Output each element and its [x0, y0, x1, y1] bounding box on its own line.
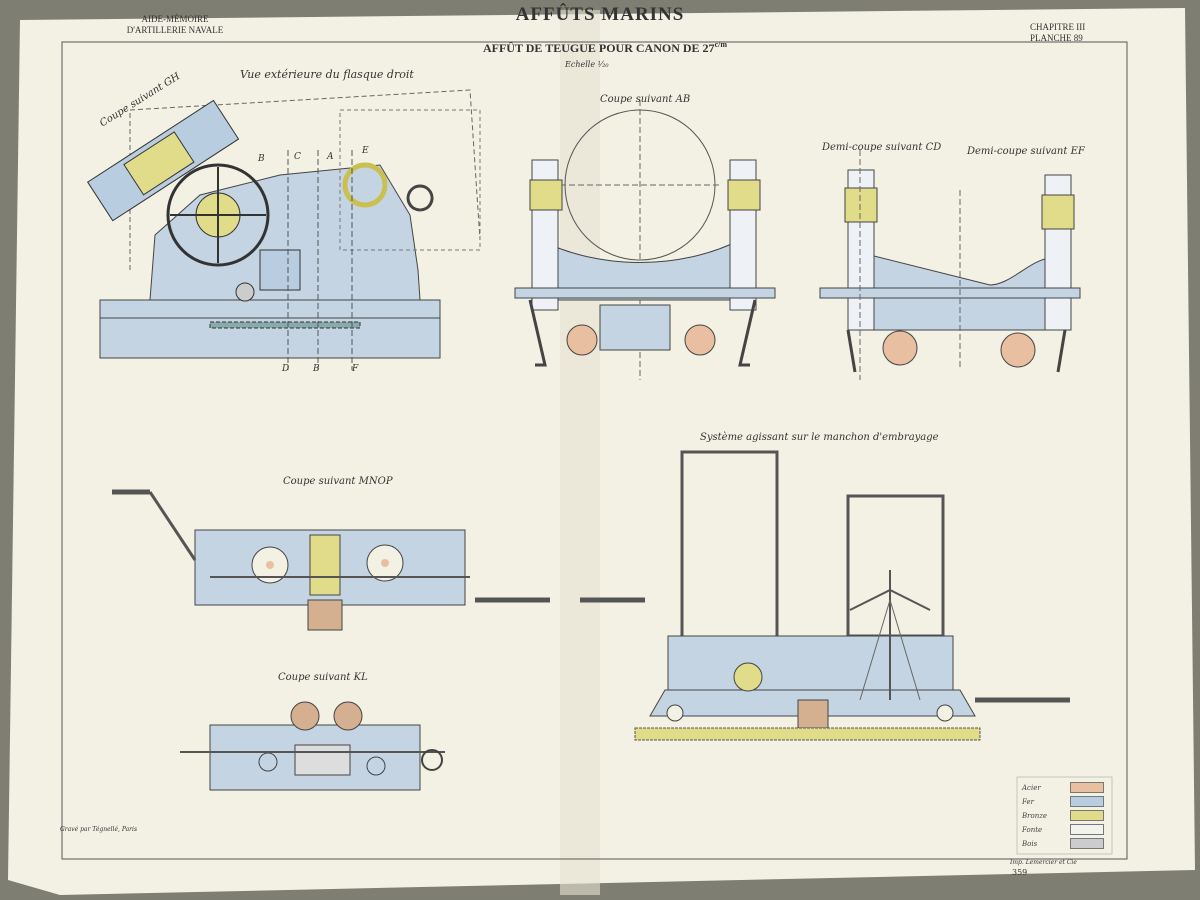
subtitle-unit: c/m	[714, 40, 727, 49]
legend-label: Bois	[1022, 840, 1038, 848]
legend-row: Fer	[1022, 796, 1112, 812]
exterior-view	[86, 89, 481, 370]
header-right-line2: PLANCHE 89	[1030, 33, 1083, 43]
clutch-system	[580, 450, 1070, 741]
caption-cd: Demi-coupe suivant CD	[822, 142, 942, 153]
caption-ab: Coupe suivant AB	[600, 94, 691, 105]
section-letter-b-top: B	[258, 154, 265, 164]
plate-border	[61, 41, 1128, 860]
engraver-credit: Gravé par Tégnellé, Paris	[60, 826, 138, 833]
legend-label: Fer	[1022, 798, 1034, 806]
section-letter-c: C	[294, 152, 301, 162]
section-mnop	[112, 489, 550, 631]
section-kl	[180, 701, 445, 791]
header-left-line2: D'ARTILLERIE NAVALE	[126, 25, 224, 35]
legend-swatch	[1070, 782, 1104, 793]
plate-subtitle: AFFÛT DE TEUGUE POUR CANON DE 27c/m	[440, 40, 770, 56]
caption-mnop: Coupe suivant MNOP	[283, 476, 393, 487]
section-letter-a: A	[327, 152, 334, 162]
caption-ef: Demi-coupe suivant EF	[967, 146, 1085, 157]
scale-note: Echelle ¹⁄₂₀	[565, 60, 609, 69]
legend-frame	[1016, 776, 1113, 855]
plate-title: AFFÛTS MARINS	[515, 4, 685, 25]
caption-kl: Coupe suivant KL	[278, 672, 368, 683]
subtitle-text: AFFÛT DE TEUGUE POUR CANON DE 27	[482, 41, 715, 55]
printer-credit: Imp. Lemercier et Cie	[1010, 859, 1077, 866]
caption-system: Système agissant sur le manchon d'embray…	[700, 432, 939, 443]
legend-row: Bronze	[1022, 810, 1112, 826]
caption-exterior: Vue extérieure du flasque droit	[240, 68, 414, 81]
rail	[99, 299, 441, 359]
center-fold	[560, 10, 600, 895]
legend-row: Fonte	[1022, 824, 1112, 840]
legend-row: Bois	[1022, 838, 1112, 854]
header-left-line1: AIDE-MÉMOIRE	[141, 14, 209, 24]
section-cd-ef	[819, 150, 1081, 380]
section-letter-d: D	[282, 364, 290, 374]
legend-swatch	[1070, 810, 1104, 821]
section-letter-f: F	[352, 364, 359, 374]
legend-label: Bronze	[1022, 812, 1048, 820]
header-right-line1: CHAPITRE III	[1030, 22, 1086, 32]
legend-label: Fonte	[1022, 826, 1043, 834]
section-letter-e: E	[362, 146, 369, 156]
section-letter-b-bottom: B	[313, 364, 320, 374]
elevating-wheel	[166, 163, 270, 267]
legend-swatch	[1070, 824, 1104, 835]
legend-swatch	[1070, 838, 1104, 849]
page-number: 359	[1012, 868, 1028, 877]
legend-row: Acier	[1022, 782, 1112, 798]
section-ab	[514, 100, 776, 380]
legend-label: Acier	[1022, 784, 1041, 792]
legend-swatch	[1070, 796, 1104, 807]
